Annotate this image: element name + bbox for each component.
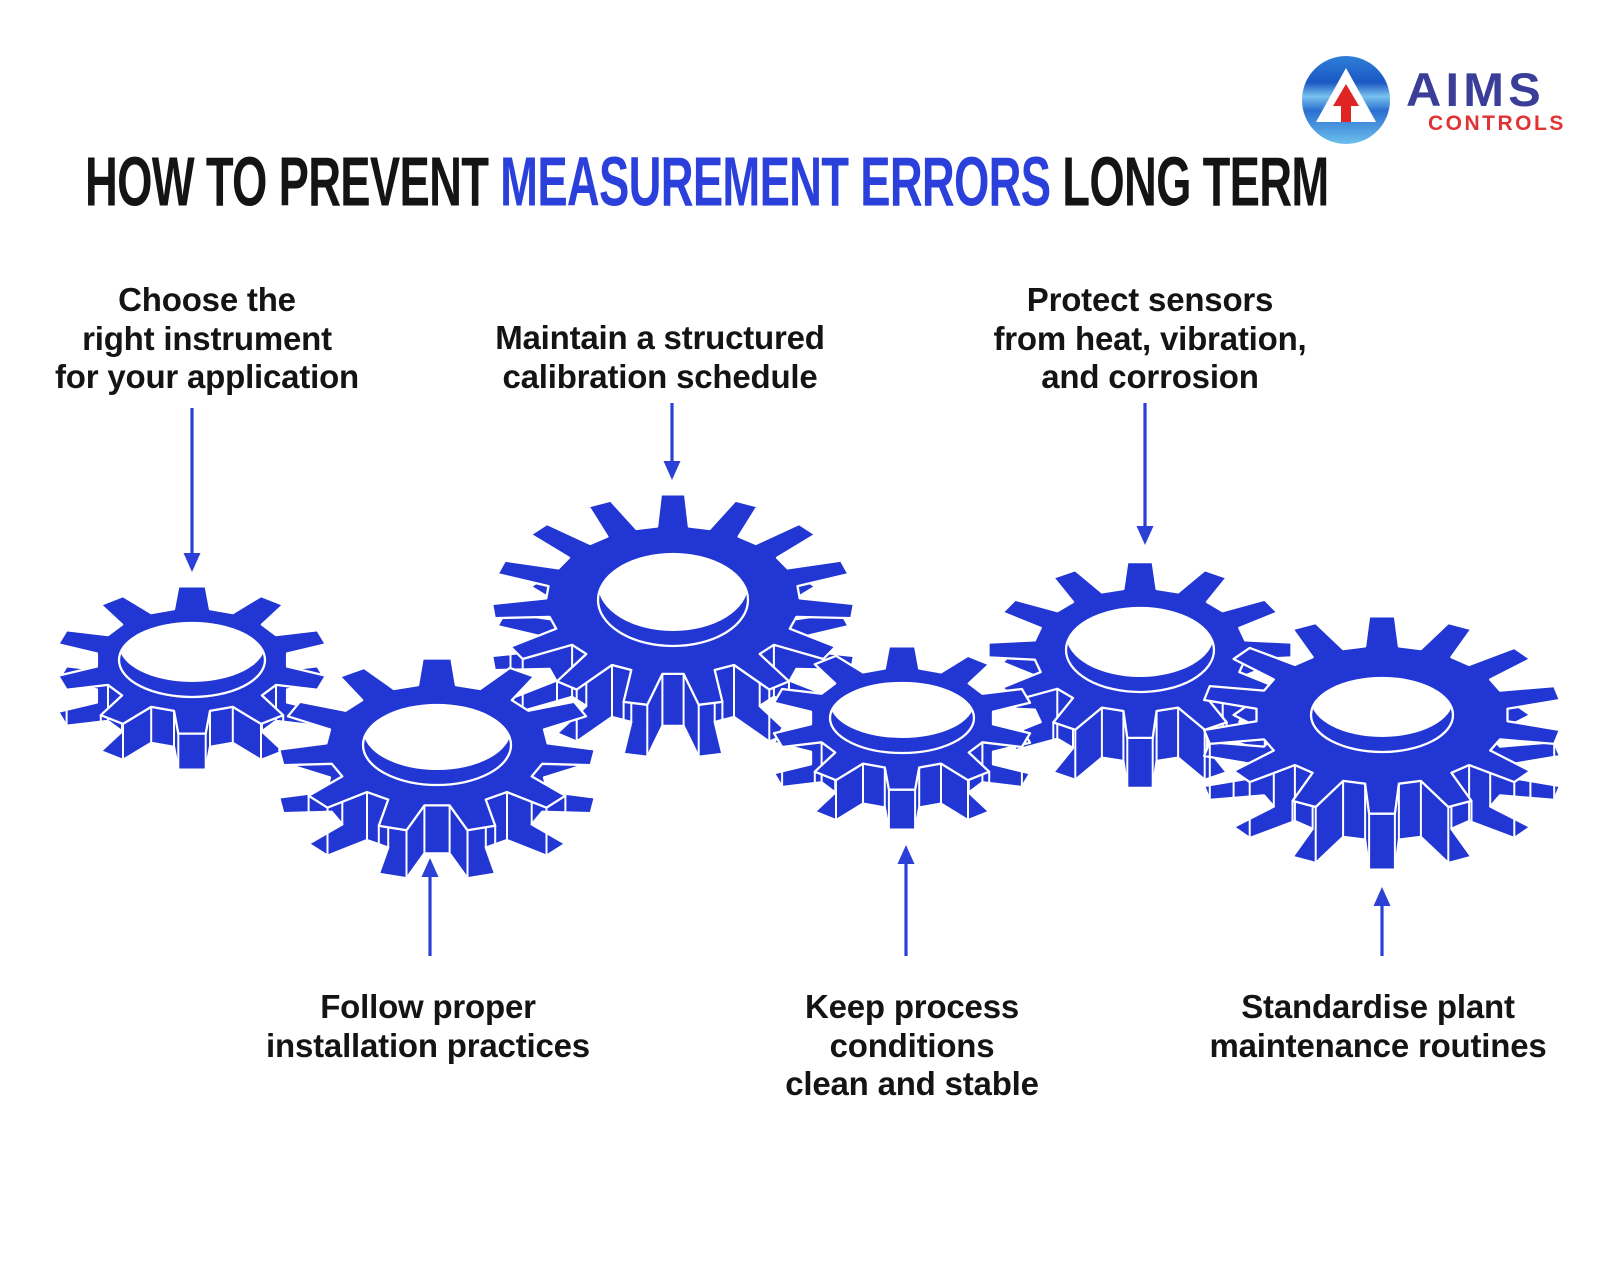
step-label-line: maintenance routines [1209, 1026, 1547, 1064]
gear-icon [490, 493, 856, 758]
gear-icon [1202, 615, 1562, 871]
step-label-line: installation practices [266, 1026, 590, 1064]
page-title: HOW TO PREVENT MEASUREMENT ERRORS LONG T… [85, 147, 1329, 216]
step-label-line: Maintain a structured [495, 319, 825, 356]
step-label-line: Protect sensors [1026, 281, 1274, 318]
step-label-line: and corrosion [1041, 358, 1259, 395]
title-post: LONG TERM [1050, 142, 1329, 221]
step-label-line: conditions [829, 1026, 995, 1064]
gear-icon [56, 585, 328, 771]
step-label-line: Keep process [804, 988, 1020, 1025]
gear-icon [987, 560, 1293, 790]
arrow-down-icon [1136, 403, 1154, 545]
step-label-line: clean and stable [785, 1065, 1039, 1102]
step-label-line: calibration schedule [502, 357, 818, 395]
arrow-up-icon [421, 858, 439, 956]
arrow-down-icon [663, 403, 681, 480]
step-label-line: Follow proper [320, 988, 536, 1025]
step-label-line: for your application [54, 358, 360, 395]
gear-icon [278, 657, 596, 880]
step-label-line: Standardise plant [1241, 988, 1515, 1025]
step-label-line: from heat, vibration, [993, 319, 1307, 357]
arrow-up-icon [1373, 887, 1391, 956]
title-highlight: MEASUREMENT ERRORS [500, 142, 1051, 221]
arrow-down-icon [183, 408, 201, 572]
logo-name: AIMS [1406, 63, 1545, 116]
step-label-line: right instrument [82, 319, 332, 357]
gear-icon [772, 645, 1032, 831]
brand-logo: AIMS CONTROLS [1300, 50, 1570, 145]
arrow-up-icon [897, 845, 915, 956]
title-pre: HOW TO PREVENT [85, 142, 501, 221]
triangle-arrow-logo-icon [1302, 56, 1390, 144]
logo-subtitle: CONTROLS [1428, 112, 1566, 135]
step-label-line: Choose the [118, 281, 296, 318]
